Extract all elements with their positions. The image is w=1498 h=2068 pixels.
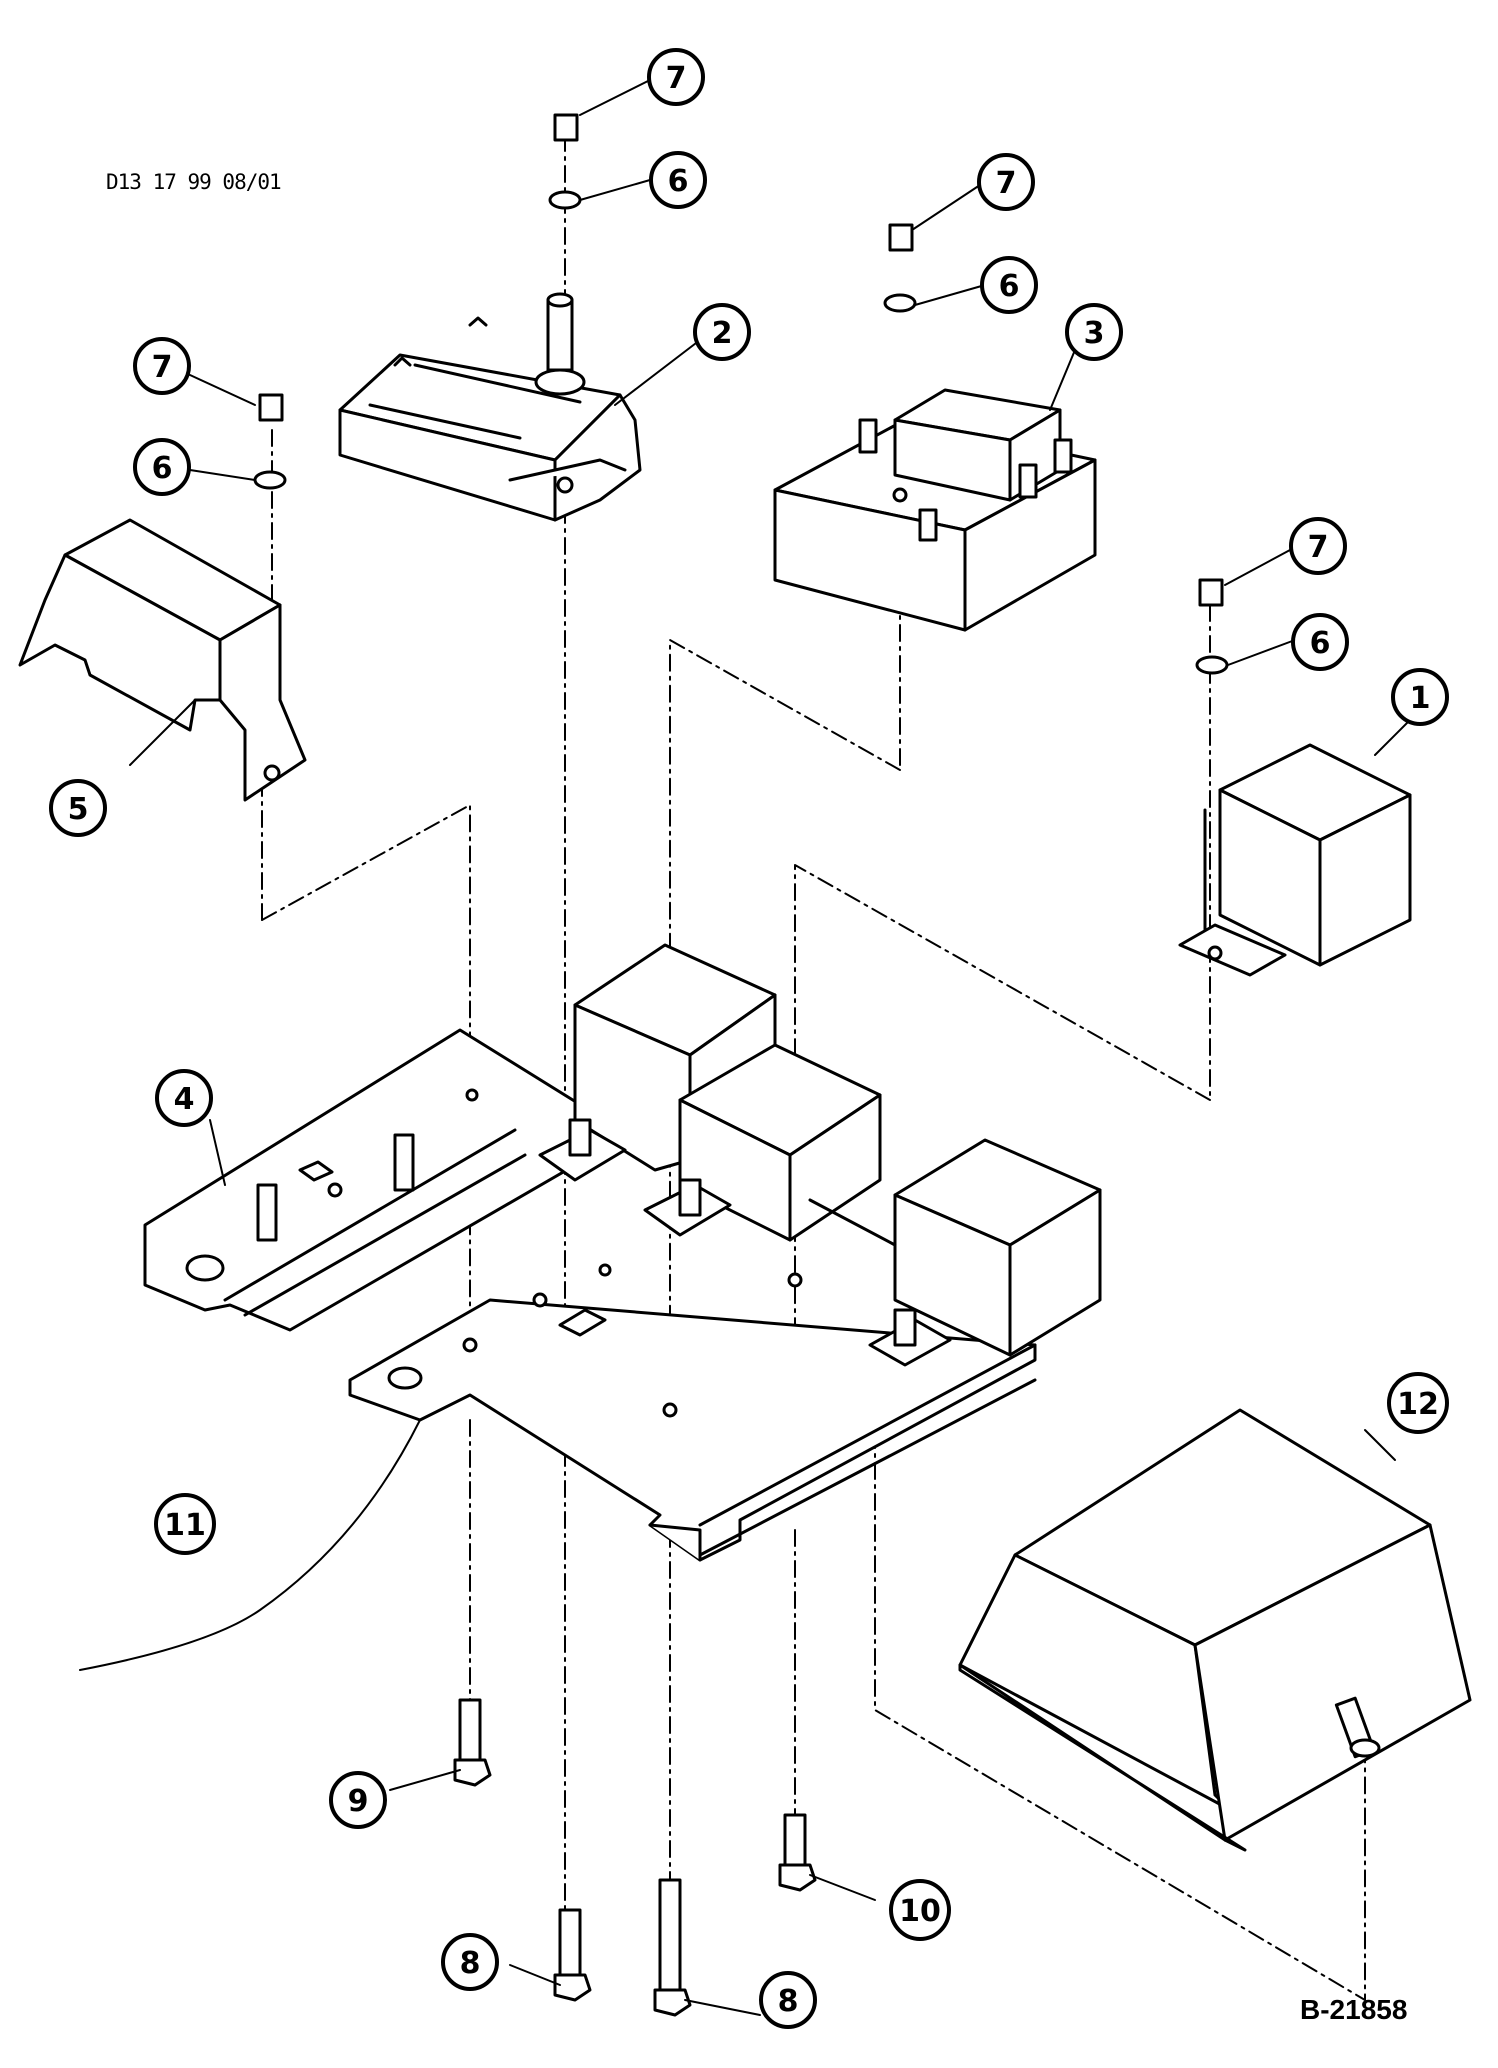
part-3-relay-box xyxy=(773,388,1097,632)
part-12-cover xyxy=(958,1408,1472,1852)
callout-7: 7 xyxy=(1289,517,1347,575)
leader-lines xyxy=(79,79,1411,2016)
callout-label: 9 xyxy=(348,1784,369,1819)
callout-label: 8 xyxy=(778,1984,799,2019)
callout-6: 6 xyxy=(649,151,707,209)
callout-1: 1 xyxy=(1391,668,1449,726)
callout-label: 8 xyxy=(460,1946,481,1981)
callout-label: 4 xyxy=(174,1082,195,1117)
callout-label: 12 xyxy=(1397,1387,1439,1422)
callout-label: 7 xyxy=(996,166,1017,201)
terminal-nuts xyxy=(538,1118,952,1367)
callout-label: 2 xyxy=(712,316,733,351)
callout-5: 5 xyxy=(49,779,107,837)
callout-6: 6 xyxy=(980,256,1038,314)
callout-6: 6 xyxy=(1291,613,1349,671)
callout-label: 3 xyxy=(1084,316,1105,351)
callout-11: 11 xyxy=(154,1493,216,1555)
callout-10: 10 xyxy=(889,1879,951,1941)
callout-label: 7 xyxy=(1308,530,1329,565)
part-4-plate xyxy=(143,1028,612,1332)
callout-label: 6 xyxy=(668,164,689,199)
plate-relay-cubes xyxy=(573,943,1102,1357)
callout-7: 7 xyxy=(133,337,191,395)
callout-8: 8 xyxy=(759,1971,817,2029)
callout-label: 5 xyxy=(68,792,89,827)
callout-label: 10 xyxy=(899,1894,941,1929)
callout-7: 7 xyxy=(977,153,1035,211)
screws xyxy=(453,1698,817,2017)
callout-2: 2 xyxy=(693,303,751,361)
callout-label: 7 xyxy=(152,350,173,385)
callout-8: 8 xyxy=(441,1933,499,1991)
callout-4: 4 xyxy=(155,1069,213,1127)
callout-7: 7 xyxy=(647,48,705,106)
callout-label: 6 xyxy=(999,269,1020,304)
callout-9: 9 xyxy=(329,1771,387,1829)
callout-label: 1 xyxy=(1410,681,1431,716)
figure-id: B-21858 xyxy=(1300,1994,1408,2025)
callout-label: 6 xyxy=(1310,626,1331,661)
part-1-relay xyxy=(1178,743,1412,977)
callout-label: 7 xyxy=(666,61,687,96)
document-code: D13 17 99 08/01 xyxy=(106,170,282,194)
callout-6: 6 xyxy=(133,438,191,496)
callout-3: 3 xyxy=(1065,303,1123,361)
part-5-bracket xyxy=(18,518,307,802)
callout-label: 11 xyxy=(164,1508,206,1543)
callout-bubbles: 7 6 2 7 6 3 7 6 7 6 1 5 4 12 11 9 8 8 10 xyxy=(49,48,1449,2029)
callout-label: 6 xyxy=(152,451,173,486)
callout-12: 12 xyxy=(1387,1372,1449,1434)
part-2-module xyxy=(338,292,642,522)
